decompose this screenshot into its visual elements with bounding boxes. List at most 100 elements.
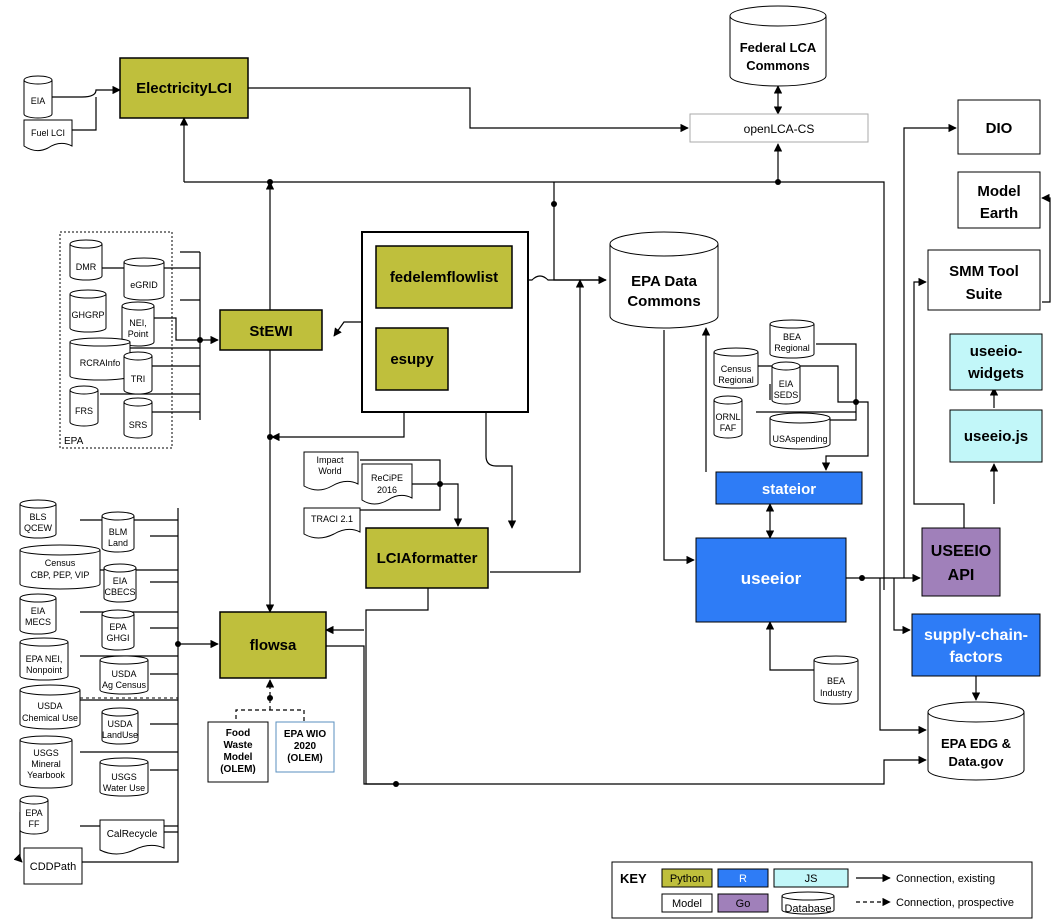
doc-fuel-lci: Fuel LCI [23, 119, 73, 152]
svg-text:Regional: Regional [718, 375, 754, 385]
svg-text:supply-chain-: supply-chain- [924, 627, 1028, 644]
svg-text:Model: Model [977, 183, 1020, 200]
svg-text:USGS: USGS [33, 748, 59, 758]
svg-text:CBP, PEP, VIP: CBP, PEP, VIP [31, 570, 90, 580]
svg-text:openLCA-CS: openLCA-CS [744, 122, 815, 136]
svg-text:Food: Food [226, 728, 250, 739]
svg-text:USDA: USDA [37, 701, 62, 711]
edge-top-bus [184, 181, 885, 590]
svg-text:Database: Database [784, 903, 831, 915]
node-useeior[interactable]: useeior [695, 537, 847, 623]
svg-text:Census: Census [45, 558, 76, 568]
edge-useeior-edg [879, 578, 927, 735]
svg-text:Data.gov: Data.gov [949, 754, 1005, 769]
connections [13, 85, 1051, 863]
node-epa-wio[interactable]: EPA WIO 2020 (OLEM) [275, 721, 335, 773]
node-flowsa[interactable]: flowsa [219, 611, 327, 679]
node-fedelemflowlist[interactable]: fedelemflowlist [375, 245, 513, 309]
legend-existing: Connection, existing [856, 873, 995, 885]
node-model-earth[interactable]: Model Earth [957, 171, 1041, 229]
edge-lcia-epadata [490, 279, 585, 573]
edge-epadata-useeior [663, 330, 695, 565]
svg-text:QCEW: QCEW [24, 523, 53, 533]
svg-text:Waste: Waste [223, 740, 253, 751]
edge-fedelem-epadata [512, 275, 606, 281]
svg-text:USGS: USGS [111, 772, 137, 782]
db-frs: FRS [69, 385, 99, 427]
svg-text:GHGI: GHGI [106, 633, 129, 643]
svg-text:ElectricityLCI: ElectricityLCI [136, 80, 232, 97]
edge-bea-useeior [765, 621, 814, 671]
edge-eia-electricitylci [52, 85, 121, 98]
svg-text:Water Use: Water Use [103, 783, 145, 793]
svg-text:(OLEM): (OLEM) [220, 764, 256, 775]
edge-bus-epadata [553, 182, 607, 285]
svg-text:EPA WIO: EPA WIO [284, 729, 326, 740]
db-epa-edg[interactable]: EPA EDG & Data.gov [927, 701, 1025, 781]
node-food-waste-model[interactable]: Food Waste Model (OLEM) [207, 721, 269, 783]
node-useeio-widgets[interactable]: useeio- widgets [949, 333, 1043, 391]
db-usaspending: USAspending [769, 412, 831, 450]
edge-flowsa-sources-bus [82, 508, 179, 863]
svg-text:EPA Data: EPA Data [631, 273, 698, 290]
svg-text:fedelemflowlist: fedelemflowlist [390, 269, 498, 286]
svg-text:RCRAInfo: RCRAInfo [80, 358, 121, 368]
node-smm-tool-suite[interactable]: SMM Tool Suite [927, 249, 1041, 311]
edge-flowsa-edg [326, 645, 927, 785]
svg-text:EPA EDG &: EPA EDG & [941, 736, 1011, 751]
svg-text:BEA: BEA [783, 332, 801, 342]
svg-text:EPA: EPA [25, 808, 42, 818]
svg-text:USDA: USDA [107, 719, 132, 729]
node-supply-chain-factors[interactable]: supply-chain- factors [911, 613, 1041, 677]
svg-text:LandUse: LandUse [102, 730, 138, 740]
svg-text:FRS: FRS [75, 406, 93, 416]
edge-useeior-dio [903, 123, 957, 578]
svg-text:MECS: MECS [25, 617, 51, 627]
svg-text:R: R [739, 873, 747, 885]
node-electricitylci[interactable]: ElectricityLCI [119, 57, 249, 119]
node-stewi[interactable]: StEWI [219, 309, 323, 351]
node-cddpath[interactable]: CDDPath [23, 847, 83, 885]
node-stateior[interactable]: stateior [715, 471, 863, 505]
svg-text:Suite: Suite [966, 286, 1003, 303]
node-esupy[interactable]: esupy [375, 327, 449, 391]
svg-text:LCIAformatter: LCIAformatter [377, 550, 478, 567]
svg-text:eGRID: eGRID [130, 280, 158, 290]
epa-source-group: EPA [59, 231, 173, 449]
svg-text:Python: Python [670, 873, 704, 885]
node-dio[interactable]: DIO [957, 99, 1041, 155]
node-useeio-api[interactable]: USEEIO API [921, 527, 1001, 597]
svg-text:Nonpoint: Nonpoint [26, 665, 63, 675]
svg-text:BEA: BEA [827, 676, 845, 686]
doc-calrecycle: CalRecycle [99, 819, 165, 855]
db-epa-data-commons[interactable]: EPA Data Commons [609, 231, 719, 329]
db-federal-lca-commons[interactable]: Federal LCA Commons [729, 5, 827, 87]
svg-text:EPA: EPA [64, 436, 84, 447]
legend-python: Python [661, 868, 713, 888]
svg-text:NEI,: NEI, [129, 318, 147, 328]
db-tri: TRI [123, 351, 153, 395]
svg-text:GHGRP: GHGRP [71, 310, 104, 320]
node-useeio-js[interactable]: useeio.js [949, 409, 1043, 463]
svg-text:useeio.js: useeio.js [964, 428, 1028, 445]
db-dmr: DMR [69, 239, 103, 281]
svg-text:SMM Tool: SMM Tool [949, 263, 1019, 280]
node-openlca-cs[interactable]: openLCA-CS [689, 113, 869, 143]
node-lciaformatter[interactable]: LCIAformatter [365, 527, 489, 589]
svg-text:CDDPath: CDDPath [30, 861, 76, 873]
legend: KEY Python R JS Model Go Database Connec… [611, 861, 1033, 919]
svg-text:Mineral: Mineral [31, 759, 61, 769]
svg-text:World: World [318, 466, 341, 476]
